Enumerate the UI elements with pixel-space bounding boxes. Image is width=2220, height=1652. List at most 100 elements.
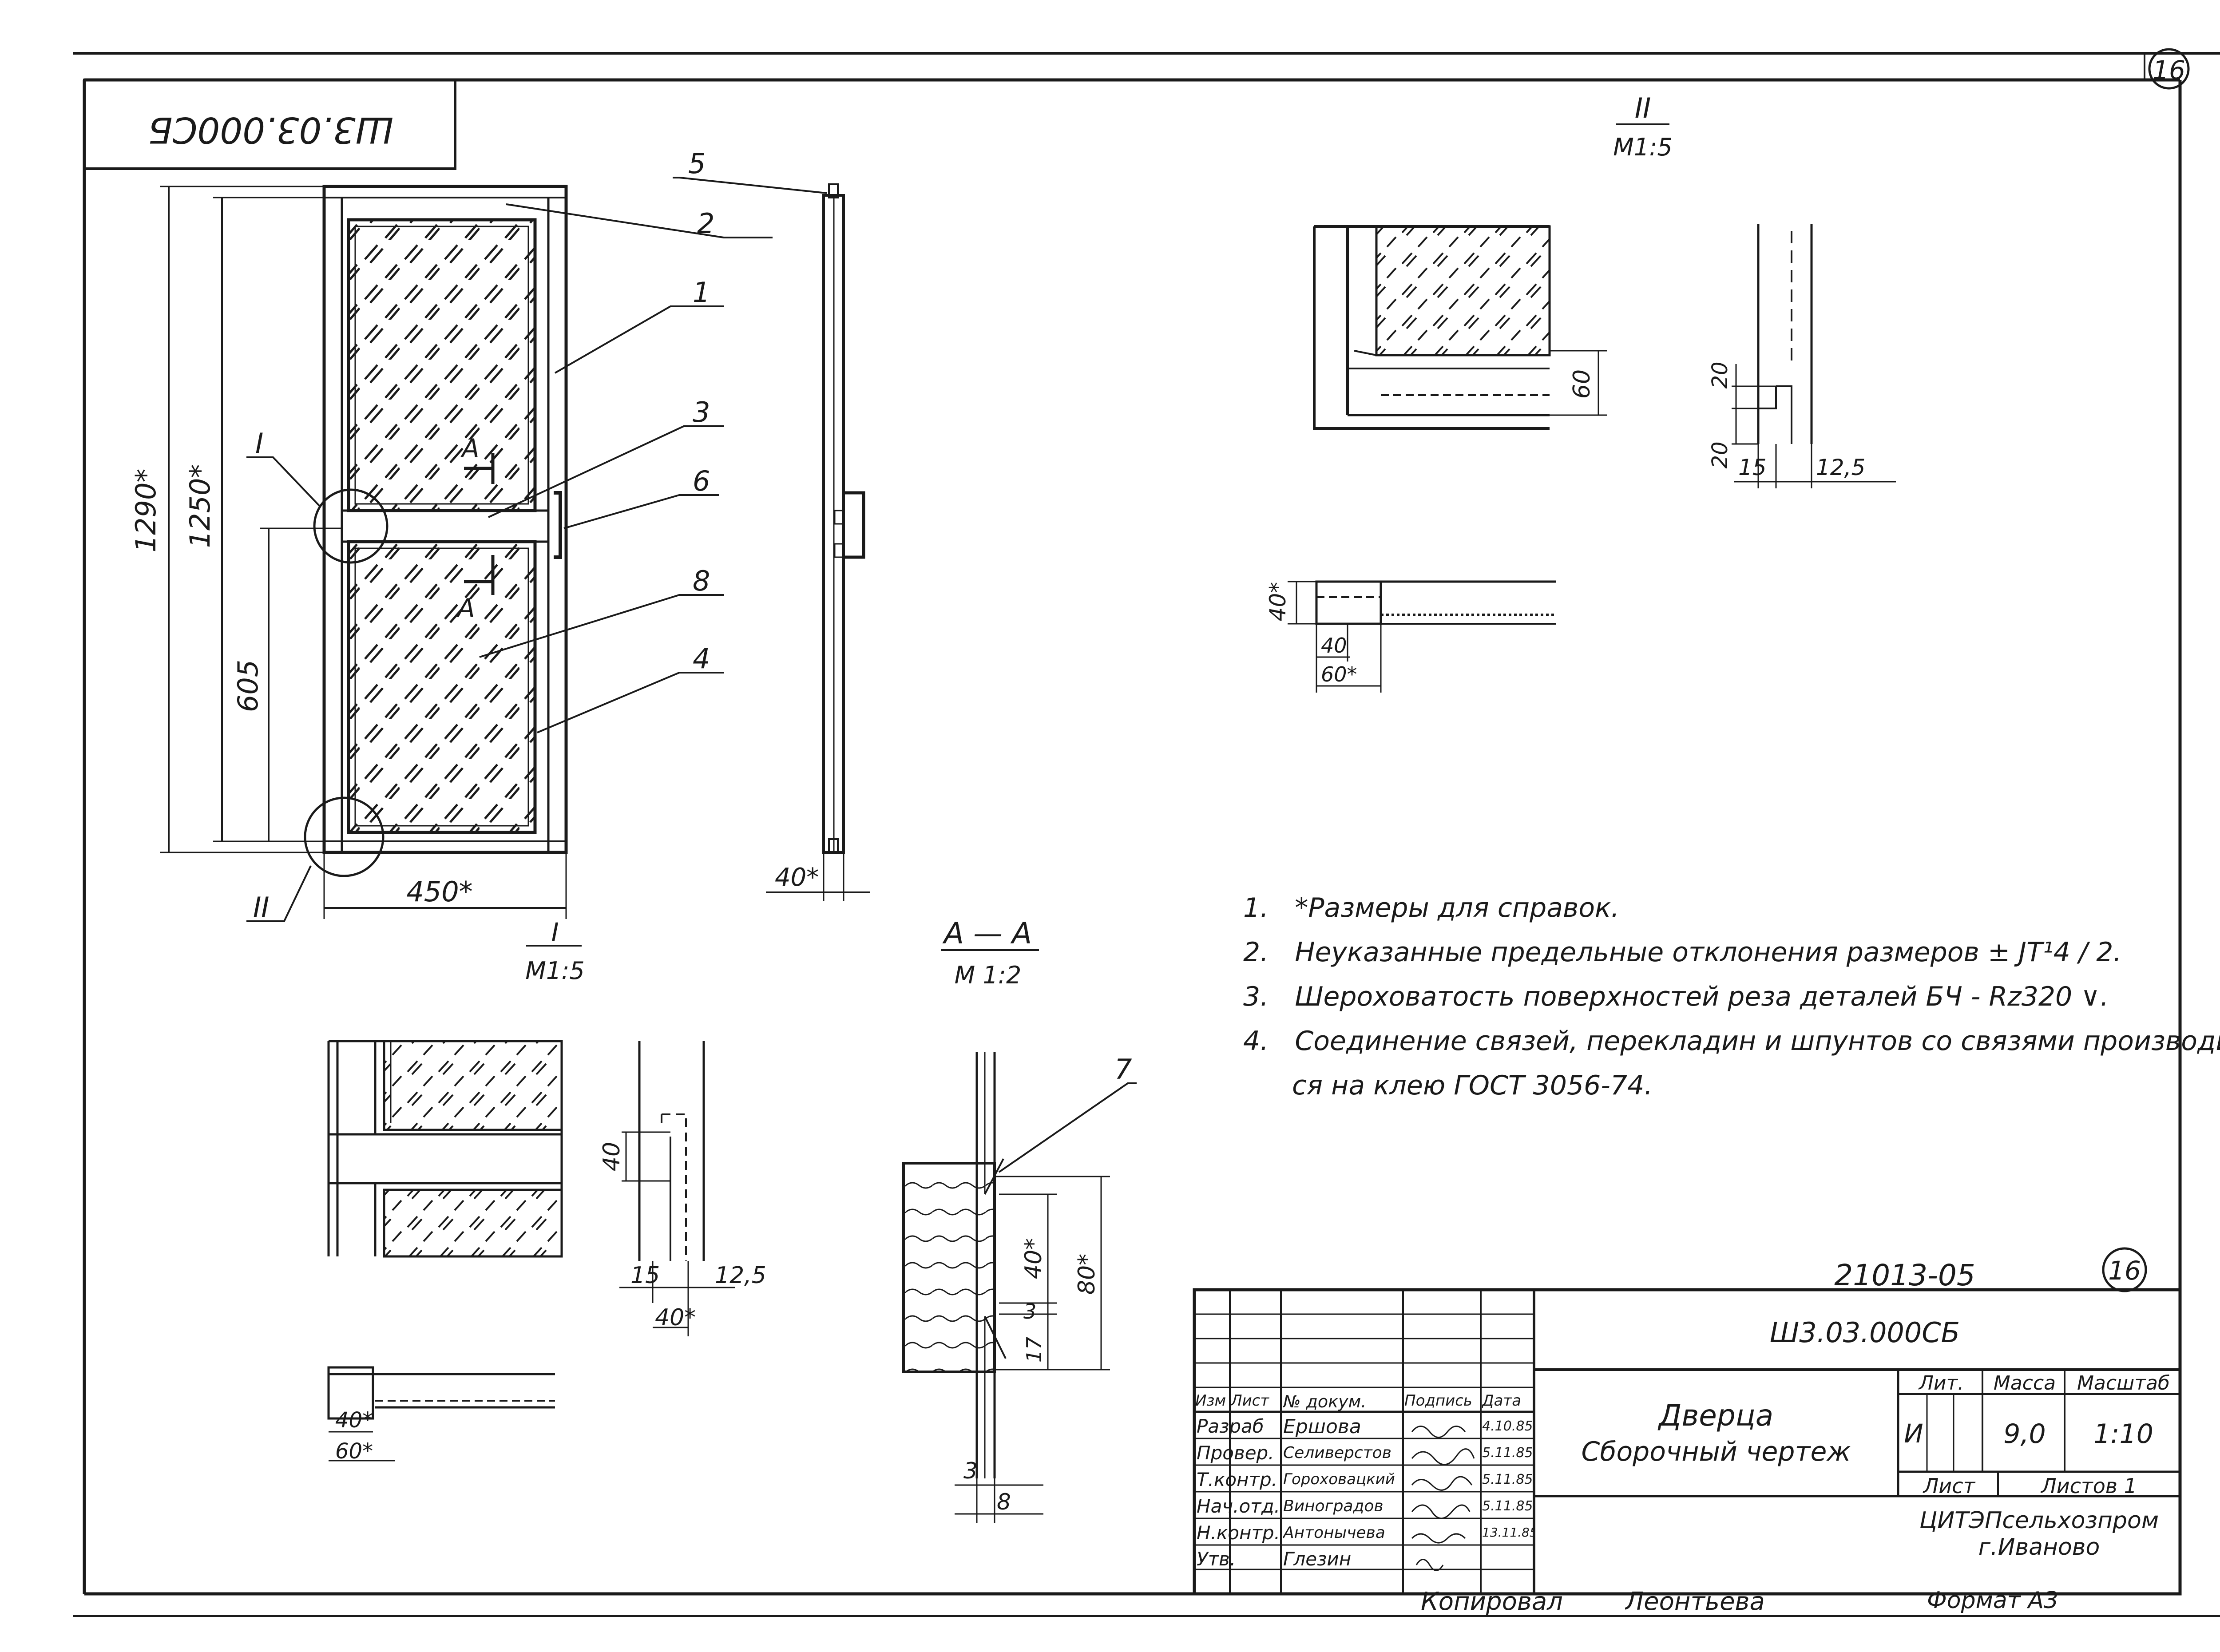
detail-I-labels: 40 15 12,5 40* 40* 60* (335, 1142, 766, 1464)
project-number: 21013-05 (1834, 1258, 1975, 1292)
detail-I-plan (327, 1366, 555, 1462)
door-elevation (160, 177, 827, 922)
tb-row-date: 4.10.85 (1482, 1418, 1533, 1434)
detail-II-front (1313, 225, 1607, 430)
dim-thickness: 40* (775, 863, 819, 892)
tb-row-role: Провер. (1197, 1442, 1274, 1464)
view-I-scale: М1:5 (525, 957, 585, 985)
detII-dim-12-5: 12,5 (1816, 455, 1865, 480)
dim-width: 450* (406, 876, 472, 908)
detII-dim-15: 15 (1738, 455, 1767, 480)
tb-col-sign: Подпись (1404, 1392, 1472, 1410)
title-block-grid (1193, 1288, 2182, 1596)
tb-mass-label: Масса (1993, 1372, 2056, 1394)
project-number-area: 21013-05 16 (1834, 1247, 2147, 1292)
detail-II-title: II М1:5 (1613, 92, 1673, 161)
note-4-cont-text: ся на клею ГОСТ 3056-74. (1292, 1070, 1653, 1101)
detI-dim-40: 40 (599, 1142, 625, 1171)
sectAA-dim-8: 8 (997, 1489, 1011, 1515)
detI-plan-40: 40* (335, 1408, 373, 1433)
tb-row-name: Антонычева (1283, 1524, 1385, 1542)
tb-row-role: Т.контр. (1197, 1469, 1278, 1490)
detail-II-section (1732, 224, 1896, 488)
elevation-labels: 1290* 1250* 605 450* 2 1 3 6 8 4 5 A A I… (130, 147, 714, 985)
sheet-number-bottom: 16 (2108, 1256, 2141, 1286)
note-4-cont: ся на клею ГОСТ 3056-74. (1292, 1070, 1653, 1101)
callout-8: 8 (693, 565, 710, 597)
detail-I-front (327, 1040, 563, 1258)
tb-sheet-label: Лист (1923, 1474, 1975, 1498)
section-AA-drawing (902, 1052, 1137, 1523)
note-2: 2. Неуказанные предельные отклонения раз… (1243, 937, 2121, 968)
detI-dim-40s: 40* (655, 1304, 696, 1331)
sheet-number-circle-top: 16 (2148, 48, 2190, 90)
view-I-label: I (551, 917, 559, 947)
tb-copied-label: Копировал (1421, 1587, 1563, 1616)
detII-dim-20b: 20 (1708, 441, 1732, 468)
note-3-num: 3. (1243, 981, 1269, 1012)
callout-4: 4 (693, 642, 710, 675)
tb-row-role: Нач.отд. (1197, 1495, 1279, 1517)
dim-overall-height: 1290* (130, 469, 162, 553)
section-AA-title: А — А М 1:2 (941, 916, 1039, 989)
tb-row-date: 5.11.85 (1482, 1472, 1533, 1487)
callout-1: 1 (693, 276, 710, 309)
detail-I-section (619, 1041, 735, 1336)
tb-copied-name: Леонтьева (1625, 1587, 1765, 1616)
dim-height: 1250* (184, 464, 216, 548)
tb-mass-value: 9,0 (2003, 1418, 2046, 1450)
section-AA-scale: М 1:2 (955, 961, 1022, 989)
note-2-num: 2. (1243, 937, 1269, 968)
note-1-num: 1. (1243, 892, 1269, 923)
tb-col-list: Лист (1231, 1392, 1269, 1410)
tb-sheets-label: Листов 1 (2041, 1474, 2137, 1498)
inverted-stamp: Ш3.03.000СБ (83, 79, 456, 170)
tb-row-date: 13.11.85 (1482, 1525, 1533, 1540)
callout-3: 3 (693, 396, 710, 428)
note-4-num: 4. (1243, 1026, 1269, 1057)
detail-II-scale: М1:5 (1613, 133, 1673, 161)
tb-scale-label: Масштаб (2077, 1372, 2170, 1394)
sectAA-dim-17: 17 (1022, 1337, 1046, 1363)
tb-org-line2: г.Иваново (1978, 1534, 2100, 1561)
detI-plan-60: 60* (335, 1439, 373, 1464)
sectAA-dim-80: 80* (1074, 1254, 1100, 1295)
tb-row-date: 5.11.85 (1482, 1445, 1533, 1461)
tb-row-name: Ершова (1283, 1415, 1361, 1438)
note-3: 3. Шероховатость поверхностей реза детал… (1243, 981, 2109, 1012)
note-1-text: *Размеры для справок. (1295, 892, 1620, 923)
note-3-text: Шероховатость поверхностей реза деталей … (1295, 981, 2109, 1012)
note-1: 1. *Размеры для справок. (1243, 892, 1619, 923)
tb-org-line1: ЦИТЭПсельхозпром (1919, 1507, 2159, 1534)
section-AA-title-text: А — А (942, 916, 1032, 951)
tb-name-line2: Сборочный чертеж (1581, 1436, 1851, 1467)
tb-row-name: Гороховацкий (1283, 1470, 1395, 1488)
detail-I-mark: I (255, 427, 263, 460)
tb-designation: Ш3.03.000СБ (1769, 1316, 1960, 1349)
tb-row-role: Н.контр. (1197, 1522, 1279, 1544)
inverted-stamp-code: Ш3.03.000СБ (148, 109, 394, 151)
detail-II-mark: II (253, 891, 270, 923)
tb-col-doc: № докум. (1283, 1392, 1367, 1411)
tb-row-role: Разраб (1197, 1415, 1264, 1437)
dim-lower: 605 (232, 660, 264, 712)
tb-lit-label: Лит. (1919, 1372, 1964, 1394)
section-mark-upper: A (460, 433, 480, 464)
tb-row-date: 5.11.85 (1482, 1498, 1533, 1514)
tb-row-name: Селиверстов (1283, 1444, 1391, 1462)
tb-scale-value: 1:10 (2093, 1418, 2153, 1450)
detail-II-title-text: II (1635, 92, 1651, 124)
tb-col-date: Дата (1482, 1392, 1522, 1410)
note-4-text: Соединение связей, перекладин и шпунтов … (1295, 1026, 2220, 1057)
callout-2: 2 (697, 207, 714, 240)
note-4: 4. Соединение связей, перекладин и шпунт… (1243, 1026, 2220, 1057)
detI-dim-12-5: 12,5 (715, 1262, 766, 1289)
sectAA-dim-40: 40* (1020, 1238, 1047, 1279)
tb-format-label: Формат А3 (1927, 1587, 2059, 1614)
tb-row-name: Виноградов (1283, 1497, 1384, 1515)
detII-plan-60: 60* (1321, 662, 1357, 686)
detail-II-plan (1288, 580, 1556, 693)
detI-dim-15: 15 (630, 1262, 660, 1289)
tb-row-name: Глезин (1283, 1548, 1352, 1570)
